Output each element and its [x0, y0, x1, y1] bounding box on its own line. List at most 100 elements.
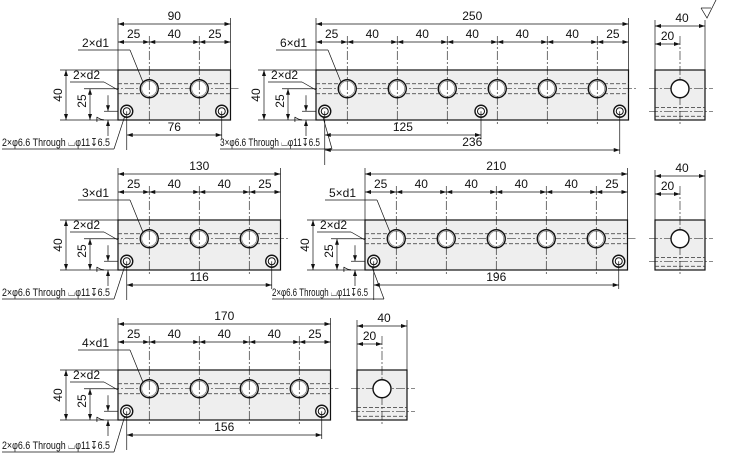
arrowhead [118, 40, 124, 44]
bottom-offset-label: 7 [95, 416, 107, 422]
arrowhead [64, 114, 68, 120]
overall-length-label: 210 [486, 159, 506, 173]
arrowhead [249, 190, 256, 194]
d1-label: 2×d1 [82, 36, 109, 50]
arrowhead [193, 190, 200, 194]
d2-leader [103, 381, 119, 391]
arrowhead [88, 414, 92, 420]
height-label: 40 [51, 388, 65, 402]
hole-spacing-label: 25 [374, 177, 388, 191]
port-hole [372, 379, 392, 399]
hole-spacing-label: 40 [366, 27, 380, 41]
arrowhead [497, 40, 504, 44]
arrowhead [149, 40, 156, 44]
mounting-hole-spacing-label: 116 [190, 270, 209, 284]
arrowhead [311, 220, 315, 226]
hole-spacing-label: 40 [565, 177, 579, 191]
bottom-offset-label: 7 [95, 116, 107, 122]
hole-spacing-label: 25 [208, 27, 222, 41]
arrowhead [655, 192, 661, 196]
arrowhead [149, 190, 156, 194]
arrowhead [286, 88, 290, 95]
mounting-hole-note: 2×φ6.6 Through ⌴φ11↧6.5 [2, 440, 110, 452]
surface-roughness-symbol [700, 0, 717, 19]
arrowhead [590, 190, 597, 194]
arrowhead [118, 22, 124, 26]
arrowhead [391, 40, 398, 44]
center-height-label: 25 [322, 244, 336, 258]
arrowhead [193, 40, 200, 44]
center-height-label: 25 [75, 394, 89, 408]
arrowhead [324, 148, 331, 152]
arrowhead [622, 22, 629, 26]
d1-leader [327, 49, 342, 83]
hole-spacing-label: 40 [516, 27, 530, 41]
arrowhead [699, 174, 705, 178]
arrowhead [316, 40, 322, 44]
arrowhead [596, 190, 603, 194]
arrowhead [613, 148, 620, 152]
d1-label: 6×d1 [280, 36, 307, 50]
arrowhead [106, 405, 110, 412]
arrowhead [440, 190, 447, 194]
hole-spacing-label: 25 [325, 27, 339, 41]
arrowhead [106, 270, 110, 276]
overall-length-label: 130 [189, 159, 209, 173]
half-width-label: 20 [661, 179, 675, 193]
hole-spacing-label: 25 [258, 177, 272, 191]
arrowhead [199, 340, 206, 344]
hole-spacing-label: 40 [566, 27, 580, 41]
arrowhead [126, 133, 133, 137]
arrowhead [353, 270, 357, 276]
port-hole [670, 229, 690, 249]
d1-leader [129, 49, 144, 83]
width-label: 40 [675, 161, 689, 175]
hole-spacing-label: 25 [606, 27, 620, 41]
height-label: 40 [51, 88, 65, 102]
arrowhead [249, 340, 256, 344]
arrowhead [143, 190, 150, 194]
height-label: 40 [249, 88, 263, 102]
arrowhead [224, 22, 231, 26]
arrowhead [655, 174, 661, 178]
d2-label: 2×d2 [73, 218, 100, 232]
mounting-hole-note: 2×φ6.6 Through ⌴φ11↧6.5 [2, 137, 110, 149]
hole-spacing-label: 40 [168, 177, 182, 191]
note-leader [371, 266, 385, 300]
arrowhead [316, 22, 322, 26]
arrowhead [341, 40, 348, 44]
arrowhead [490, 190, 497, 194]
d1-leader [129, 199, 144, 233]
mounting-hole-spacing-label: 236 [462, 135, 482, 149]
arrowhead [64, 370, 68, 376]
arrowhead [597, 40, 604, 44]
bottom-offset-label: 7 [293, 116, 305, 122]
arrowhead [540, 190, 547, 194]
arrowhead [655, 24, 661, 28]
arrowhead [143, 40, 150, 44]
d1-leader [376, 199, 391, 233]
arrowhead [390, 190, 397, 194]
arrowhead [674, 192, 680, 196]
height-label: 40 [298, 238, 312, 252]
arrowhead [546, 190, 553, 194]
arrowhead [347, 40, 354, 44]
hole-spacing-label: 40 [415, 177, 429, 191]
arrowhead [324, 322, 331, 326]
arrowhead [126, 283, 133, 287]
hole-spacing-label: 40 [168, 27, 182, 41]
mounting-hole-note: 2×φ6.6 Through ⌴φ11↧6.5 [2, 287, 110, 299]
mounting-hole-spacing-label: 125 [393, 120, 413, 134]
arrowhead [224, 40, 231, 44]
d1-leader [129, 349, 144, 383]
arrowhead [621, 172, 628, 176]
d2-label: 2×d2 [320, 218, 347, 232]
d1-label: 5×d1 [329, 186, 356, 200]
arrowhead [199, 40, 206, 44]
arrowhead [215, 133, 222, 137]
arrowhead [376, 342, 382, 346]
arrowhead [655, 42, 661, 46]
arrowhead [447, 40, 454, 44]
arrowhead [304, 120, 308, 126]
arrowhead [286, 114, 290, 120]
